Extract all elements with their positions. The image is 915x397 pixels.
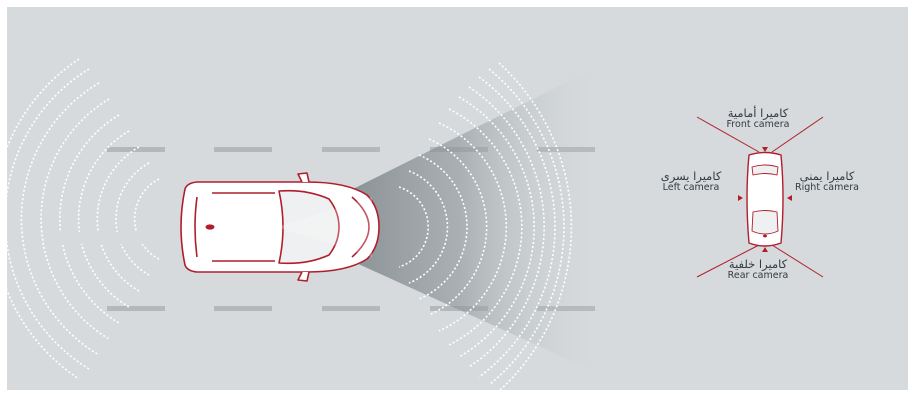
left-camera-label-arabic: كاميرا يسرى bbox=[660, 169, 722, 183]
front-camera-marker bbox=[762, 147, 768, 152]
right-camera-label-english: Right camera bbox=[795, 182, 859, 194]
camera-coverage-diagram: كاميرا أمامية Front camera كاميرا يسرى L… bbox=[7, 7, 908, 390]
left-camera-label: كاميرا يسرى Left camera bbox=[655, 169, 727, 194]
front-camera-ray-right bbox=[771, 116, 824, 153]
front-camera-label-arabic: كاميرا أمامية bbox=[727, 106, 789, 120]
front-camera-ray-left bbox=[696, 116, 760, 153]
camera-schematic bbox=[696, 116, 824, 278]
front-camera-label-english: Front camera bbox=[726, 119, 790, 131]
rear-camera-label-arabic: كاميرا خلفية bbox=[728, 257, 788, 271]
rear-camera-ray-left bbox=[696, 244, 760, 278]
rear-sensor-waves bbox=[7, 58, 160, 380]
rear-camera-marker bbox=[762, 247, 768, 252]
rear-camera-ray-right bbox=[771, 244, 824, 278]
right-camera-label: كاميرا يمنى Right camera bbox=[786, 169, 868, 194]
left-camera-marker bbox=[738, 195, 743, 201]
rear-camera-label: كاميرا خلفية Rear camera bbox=[713, 257, 803, 282]
rear-camera-label-english: Rear camera bbox=[727, 270, 789, 282]
diagram-canvas bbox=[7, 58, 824, 390]
right-camera-marker bbox=[787, 195, 792, 201]
front-sensor-waves bbox=[398, 62, 573, 390]
car-top-view bbox=[180, 172, 380, 282]
front-camera-beam bbox=[277, 62, 607, 377]
right-camera-label-arabic: كاميرا يمنى bbox=[799, 169, 855, 183]
front-camera-label: كاميرا أمامية Front camera bbox=[713, 106, 803, 131]
left-camera-label-english: Left camera bbox=[662, 182, 720, 194]
